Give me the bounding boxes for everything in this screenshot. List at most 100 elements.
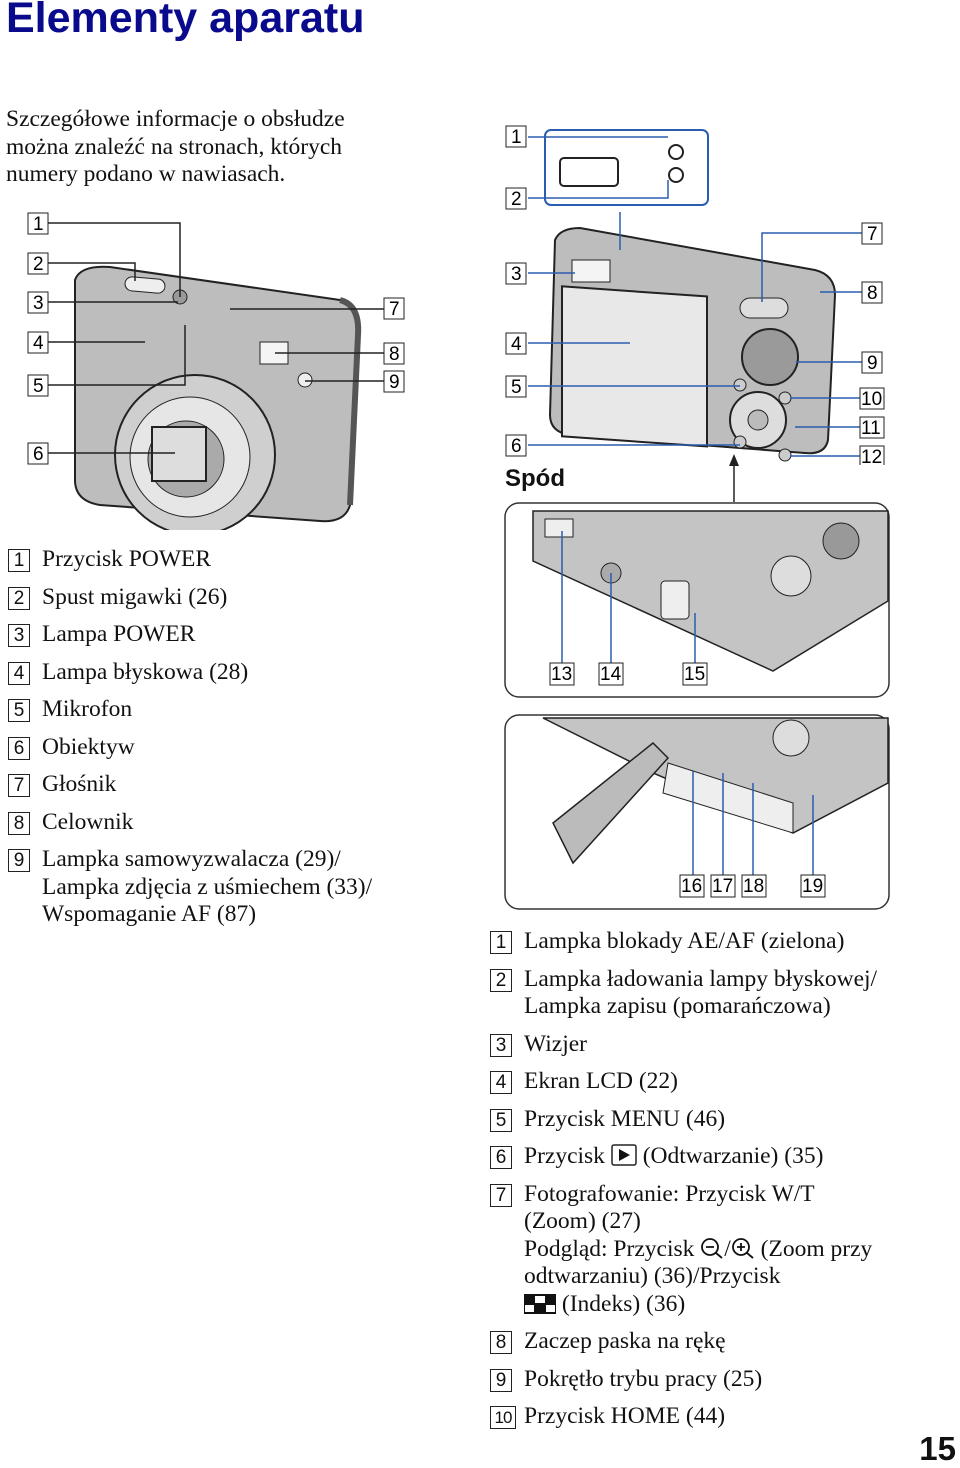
item-number: 8 [8,811,30,835]
callout-3: 3 [33,293,44,314]
item-number: 5 [490,1108,512,1132]
item-number: 4 [8,661,30,685]
item-label: Spust migawki (26) [42,583,228,610]
item-number: 3 [490,1033,512,1057]
item-label: Wspomaganie AF (87) [42,901,257,927]
camera-battery-diagram: 16 17 18 19 [504,714,890,910]
camera-back-diagram: 1 2 3 4 5 6 7 8 9 10 11 12 [505,125,885,465]
item-label: Lampa błyskowa (28) [42,658,249,685]
item-label: Lampa POWER [42,621,196,647]
list-item: 9 Pokrętło trybu pracy (25) [490,1366,960,1394]
callout-9: 9 [867,353,878,374]
item-number: 1 [490,931,512,954]
item-number: 1 [8,549,30,572]
page-title: Elementy aparatu [6,0,365,42]
bottom-view-label: Spód [505,465,565,492]
play-icon [611,1144,637,1166]
item-number: 8 [490,1331,512,1354]
item-label: Przycisk MENU (46) [524,1105,726,1132]
callout-5: 5 [33,376,44,397]
item-label: Lampka samowyzwalacza (29)/ [42,846,341,872]
item-label: Ekran LCD (22) [524,1068,679,1094]
item-label: Mikrofon [42,696,133,722]
item-number: 9 [8,849,30,872]
callout-6: 6 [511,436,522,457]
callout-2: 2 [33,254,44,275]
callout-8: 8 [389,344,400,365]
item-label: Przycisk [524,1143,605,1169]
item-number: 6 [8,736,30,760]
item-label: Lampka blokady AE/AF (zielona) [524,928,845,954]
camera-bottom-diagram: 13 14 15 [504,502,890,698]
intro-text: Szczegółowe informacje o obsłudze można … [6,106,345,187]
callout-3: 3 [511,264,522,285]
item-label: Głośnik [42,771,117,797]
item-label: Celownik [42,808,134,835]
callout-7: 7 [389,299,400,320]
callout-19: 19 [802,876,823,897]
item-label: (Zoom przy [760,1235,873,1262]
item-label: Fotografowanie: Przycisk W/T [524,1180,815,1207]
list-item: 5 Przycisk MENU (46) [490,1106,960,1134]
list-item: 5 Mikrofon [8,696,448,724]
item-label: Pokrętło trybu pracy (25) [524,1365,763,1392]
list-item: 3 Lampa POWER [8,621,448,649]
item-number: 7 [490,1183,512,1207]
item-number: 4 [490,1071,512,1094]
item-number: 10 [490,1406,516,1429]
list-item: 3 Wizjer [490,1031,960,1059]
list-item: 7 Fotografowanie: Przycisk W/T (Zoom) (2… [490,1181,960,1319]
zoom-out-icon [701,1237,723,1259]
callout-18: 18 [743,876,764,897]
item-label: Zaczep paska na rękę [524,1328,726,1354]
callout-17: 17 [712,876,733,897]
list-item: 6 Obiektyw [8,734,448,762]
list-item: 1 Przycisk POWER [8,546,448,574]
callout-5: 5 [511,377,522,398]
item-label: (Indeks) (36) [561,1290,686,1317]
list-item: 8 Celownik [8,809,448,837]
list-item: 4 Ekran LCD (22) [490,1068,960,1096]
arrow-up-icon [729,454,739,502]
front-callouts: 1 2 3 4 5 6 7 8 9 [27,212,405,465]
list-item: 7 Głośnik [8,771,448,799]
separator: / [724,1235,731,1262]
item-label: Obiektyw [42,733,135,760]
item-number: 2 [8,586,30,610]
callout-12: 12 [861,447,882,465]
camera-front-diagram: 1 2 3 4 5 6 7 8 9 [27,212,405,530]
item-number: 6 [490,1146,512,1169]
item-label: (Zoom) (27) [524,1208,641,1234]
callout-1: 1 [33,214,44,235]
callout-15: 15 [684,664,705,685]
callout-10: 10 [861,389,882,410]
item-number: 7 [8,774,30,797]
callout-2: 2 [511,189,522,210]
item-label: Lampka zapisu (pomarańczowa) [524,993,831,1019]
callout-6: 6 [33,444,44,465]
zoom-in-icon [731,1237,754,1259]
callout-11: 11 [861,418,881,439]
item-label: Lampka ładowania lampy błyskowej/ [524,965,878,992]
callout-14: 14 [600,664,622,685]
item-label: Podgląd: Przycisk [524,1235,695,1262]
callout-7: 7 [867,224,878,245]
list-item: 2 Spust migawki (26) [8,584,448,612]
item-number: 5 [8,699,30,722]
callout-13: 13 [551,664,572,685]
page-number: 15 [919,1430,956,1467]
index-icon [524,1293,556,1314]
item-label: odtwarzaniu) (36)/Przycisk [524,1263,781,1289]
item-number: 9 [490,1368,512,1392]
item-label: Przycisk POWER [42,546,212,572]
callout-4: 4 [33,333,44,354]
callout-16: 16 [681,876,702,897]
item-number: 3 [8,624,30,647]
item-label: Wizjer [524,1030,587,1057]
callout-9: 9 [389,372,400,393]
